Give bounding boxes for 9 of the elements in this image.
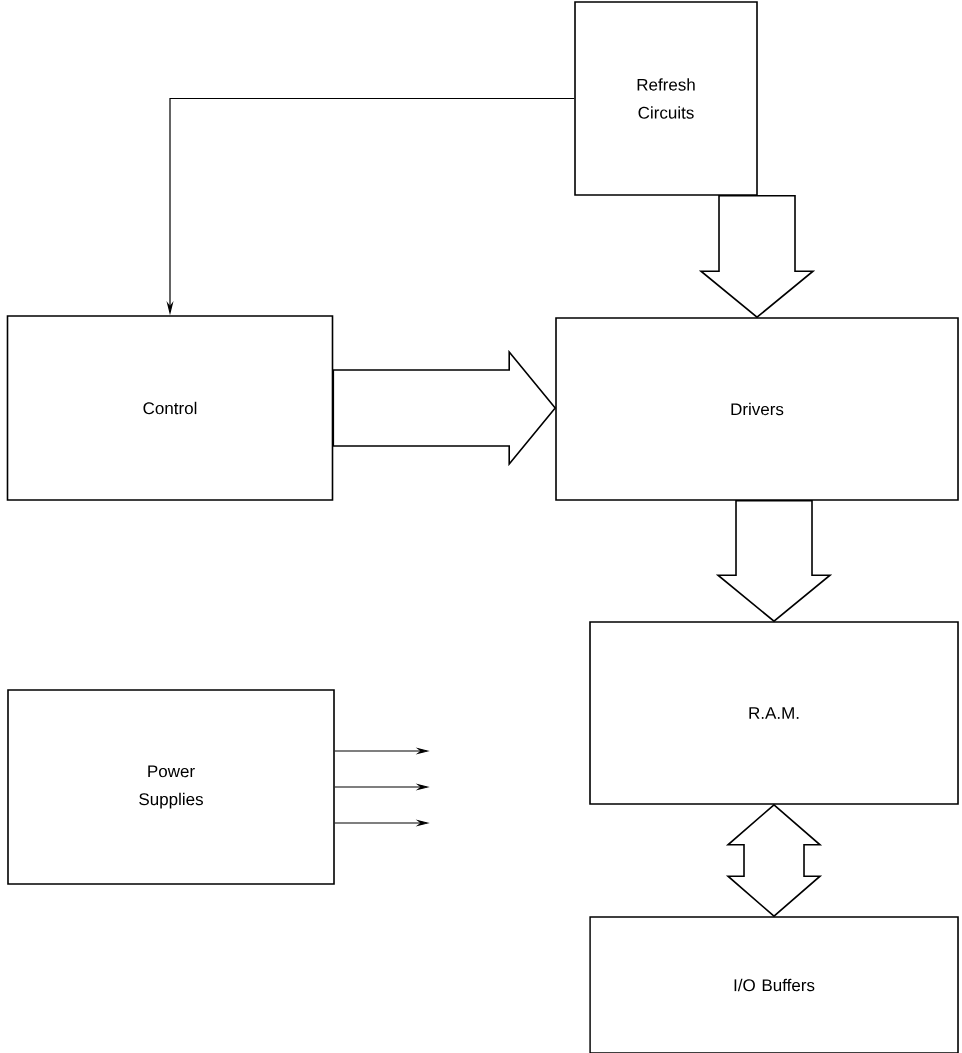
process-box: R.A.M.: [589, 621, 959, 805]
process-box: Power Supplies: [7, 689, 335, 885]
process-box: Refresh Circuits: [574, 1, 758, 196]
block-arrow: [698, 195, 816, 319]
block-arrow: [715, 500, 833, 623]
process-box: I/O Buffers: [589, 916, 959, 1053]
block-arrow: [332, 349, 557, 467]
process-box: Drivers: [555, 317, 959, 501]
process-box: Control: [6, 315, 334, 501]
